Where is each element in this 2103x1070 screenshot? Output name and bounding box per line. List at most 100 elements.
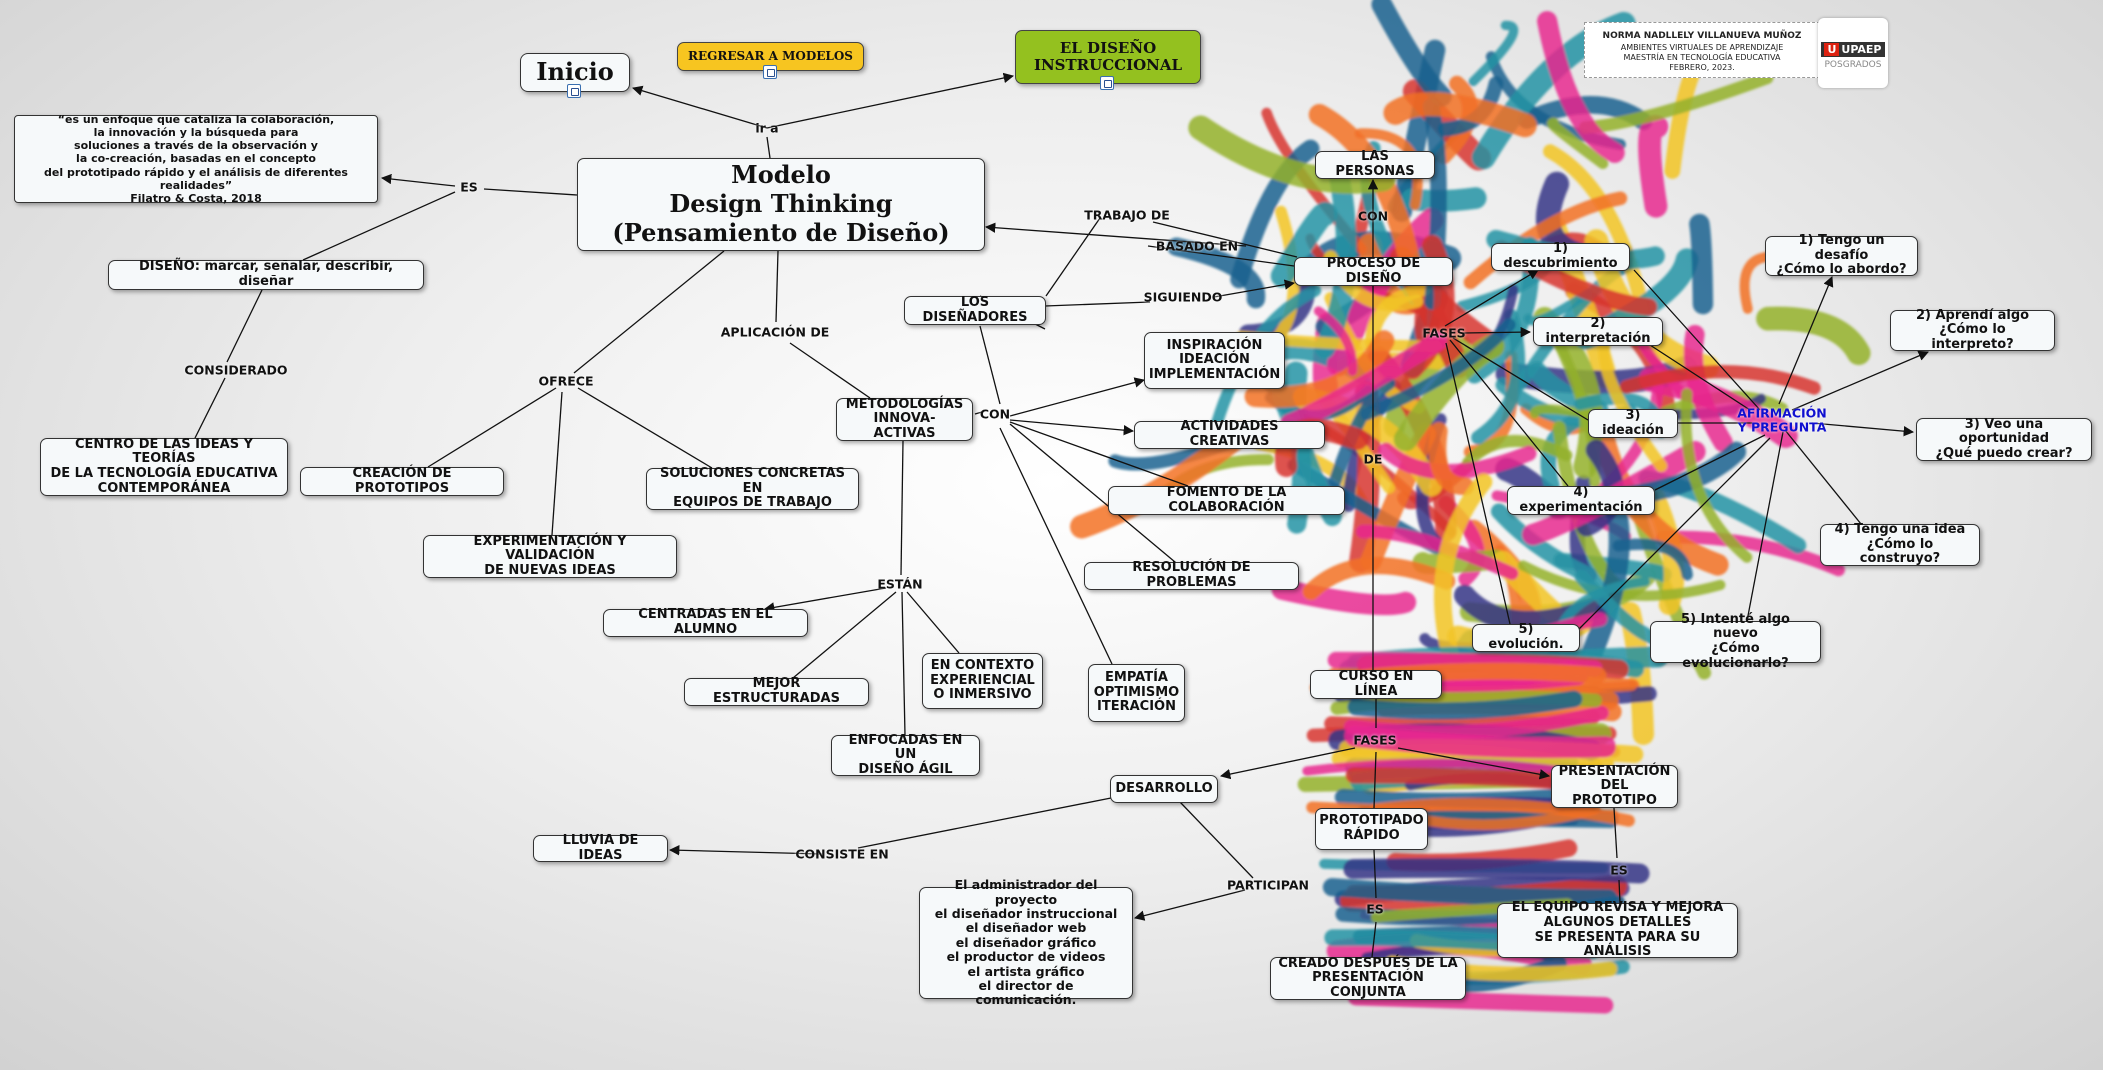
node-pregunta-1: 1) Tengo un desafío ¿Cómo lo abordo? bbox=[1765, 233, 1918, 277]
node-pregunta-2: 2) Aprendí algo ¿Cómo lo interpreto? bbox=[1890, 308, 2055, 352]
connector-line bbox=[974, 411, 983, 415]
connector-line bbox=[901, 591, 906, 736]
node-los-disenadores: LOS DISEÑADORES bbox=[904, 295, 1046, 325]
node-soluciones-concretas: SOLUCIONES CONCRETAS EN EQUIPOS DE TRABA… bbox=[646, 466, 859, 510]
node-lluvia-ideas: LLUVIA DE IDEAS bbox=[533, 833, 668, 862]
brush-stroke bbox=[1302, 557, 1456, 601]
definition-quote: “es un enfoque que cataliza la colaborac… bbox=[14, 113, 378, 205]
brush-stroke bbox=[1612, 538, 1693, 581]
node-metodologias: METODOLOGÍAS INNOVA-ACTIVAS bbox=[836, 397, 973, 441]
brush-stroke bbox=[1356, 525, 1519, 580]
diseno-instruccional-button[interactable]: EL DISEÑO INSTRUCCIONAL bbox=[1015, 30, 1201, 84]
label-trabajo-de: TRABAJO DE bbox=[1084, 207, 1170, 223]
brush-stroke bbox=[1638, 115, 1669, 218]
date: FEBRERO, 2023. bbox=[1669, 63, 1735, 73]
connector-line bbox=[1213, 279, 1296, 298]
connector-line bbox=[1009, 419, 1135, 436]
node-mejor-estructuradas: MEJOR ESTRUCTURADAS bbox=[684, 677, 869, 706]
connector-line bbox=[792, 591, 897, 679]
label-es-presentacion: ES bbox=[1610, 862, 1628, 878]
logo-subtitle: POSGRADOS bbox=[1824, 60, 1882, 70]
brush-stroke bbox=[1313, 306, 1358, 376]
connector-line bbox=[1009, 377, 1146, 417]
link-icon[interactable] bbox=[567, 84, 581, 98]
brush-stroke bbox=[1347, 690, 1583, 720]
node-creacion-prototipos: CREACIÓN DE PROTOTIPOS bbox=[300, 466, 504, 496]
brush-stroke bbox=[1354, 128, 1423, 211]
label-basado-en: BASADO EN bbox=[1155, 238, 1239, 254]
link-icon[interactable] bbox=[763, 65, 777, 79]
node-pregunta-4: 4) Tengo una idea ¿Cómo lo construyo? bbox=[1820, 522, 1980, 566]
logo-mark: U bbox=[1824, 43, 1840, 56]
brush-stroke bbox=[1270, 201, 1338, 288]
label-estan: ESTÁN bbox=[877, 576, 923, 592]
connector-line bbox=[1577, 437, 1771, 631]
brush-stroke bbox=[1463, 191, 1628, 290]
brush-stroke bbox=[1280, 331, 1448, 433]
label-siguiendo: SIGUIENDO bbox=[1143, 289, 1223, 305]
connector-line bbox=[1791, 350, 1929, 411]
connector-line bbox=[380, 173, 456, 187]
connector-line bbox=[1449, 339, 1569, 487]
label-de: DE bbox=[1363, 451, 1383, 467]
node-presentacion-prototipo: PRESENTACIÓN DEL PROTOTIPO bbox=[1551, 764, 1678, 808]
node-centro-ideas: CENTRO DE LAS IDEAS Y TEORÍAS DE LA TECN… bbox=[40, 437, 288, 496]
brush-stroke bbox=[1468, 20, 1519, 87]
node-las-personas: LAS PERSONAS bbox=[1315, 150, 1435, 179]
brush-stroke bbox=[1689, 213, 1714, 315]
brush-stroke bbox=[1619, 364, 1821, 395]
connector-line bbox=[1811, 422, 1915, 437]
connector-line bbox=[1613, 807, 1618, 859]
node-pregunta-5: 5) Intenté algo nuevo ¿Cómo evolucionarl… bbox=[1650, 612, 1821, 670]
node-fase-experimentacion: 4) experimentación bbox=[1507, 485, 1655, 515]
brush-stroke bbox=[1167, 237, 1266, 309]
connector-line bbox=[857, 797, 1112, 849]
brush-stroke bbox=[1578, 71, 1774, 134]
connector-line bbox=[766, 136, 771, 159]
author-credit-card: NORMA NADLLELY VILLANUEVA MUÑOZ AMBIENTE… bbox=[1584, 22, 1820, 78]
node-empatia: EMPATÍA OPTIMISMO ITERACIÓN bbox=[1088, 664, 1185, 722]
brush-stroke bbox=[1428, 422, 1475, 496]
connector-line bbox=[1371, 921, 1377, 958]
node-resolucion-problemas: RESOLUCIÓN DE PROBLEMAS bbox=[1084, 561, 1299, 590]
connector-line bbox=[999, 427, 1113, 665]
brush-stroke bbox=[1360, 318, 1516, 421]
connector-line bbox=[1784, 429, 1862, 525]
brush-stroke bbox=[1680, 388, 1753, 563]
connector-line bbox=[906, 591, 960, 654]
course-name: AMBIENTES VIRTUALES DE APRENDIZAJE bbox=[1620, 42, 1784, 52]
label-fases: FASES bbox=[1422, 325, 1466, 341]
label-con-personas: CON bbox=[1357, 208, 1389, 224]
connector-line bbox=[1633, 269, 1761, 411]
connector-lines bbox=[194, 72, 1929, 958]
brush-stroke bbox=[1383, 92, 1537, 138]
connector-line bbox=[763, 587, 887, 613]
node-prototipado-rapido: PROTOTIPADO RÁPIDO bbox=[1315, 808, 1428, 850]
connector-line bbox=[1649, 344, 1751, 411]
connector-line bbox=[194, 377, 226, 439]
brush-stroke bbox=[1244, 330, 1395, 408]
connector-line bbox=[1219, 747, 1356, 780]
program-name: MAESTRÍA EN TECNOLOGÍA EDUCATIVA bbox=[1623, 53, 1781, 63]
connector-line bbox=[483, 188, 578, 196]
inicio-label: Inicio bbox=[536, 57, 614, 87]
brush-stroke bbox=[1271, 578, 1417, 616]
node-fase-evolucion: 5) evolución. bbox=[1472, 623, 1580, 652]
node-centradas-alumno: CENTRADAS EN EL ALUMNO bbox=[603, 608, 808, 637]
node-fase-descubrimiento: 1) descubrimiento bbox=[1491, 242, 1630, 271]
root-title: Modelo Design Thinking (Pensamiento de D… bbox=[612, 160, 950, 247]
connector-line bbox=[551, 391, 563, 536]
brush-stroke bbox=[1188, 115, 1396, 194]
brush-stroke bbox=[1343, 858, 1650, 884]
brush-stroke bbox=[1369, 798, 1635, 827]
connector-line bbox=[1397, 747, 1551, 780]
connector-line bbox=[789, 342, 871, 399]
connector-line bbox=[1009, 421, 1189, 487]
connector-line bbox=[632, 85, 768, 129]
connector-line bbox=[1654, 434, 1766, 491]
logo-text: UPAEP bbox=[1841, 43, 1882, 56]
node-experimentacion-validacion: EXPERIMENTACIÓN Y VALIDACIÓN DE NUEVAS I… bbox=[423, 534, 677, 578]
link-icon[interactable] bbox=[1100, 76, 1114, 90]
node-fase-interpretacion: 2) interpretación bbox=[1533, 316, 1663, 346]
